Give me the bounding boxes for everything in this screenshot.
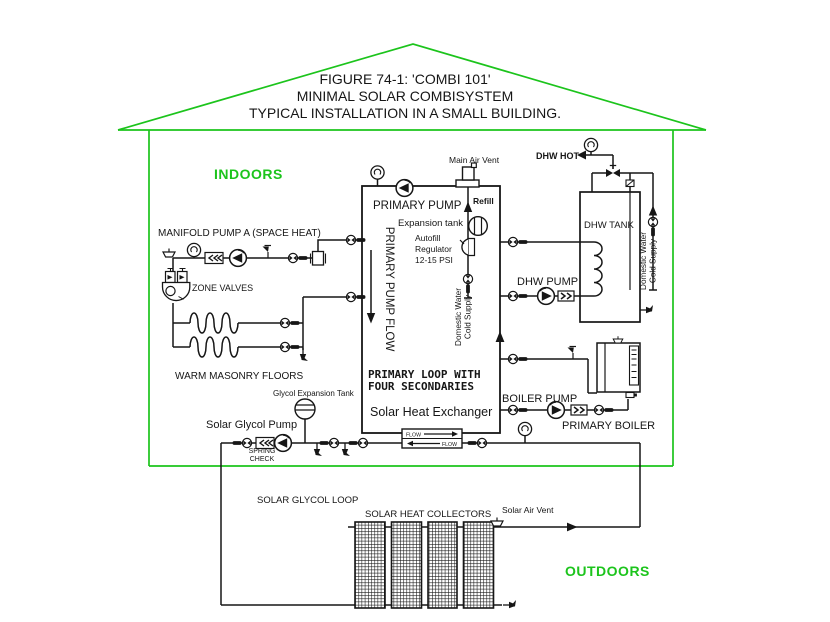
glycol-expansion-tank-label: Glycol Expansion Tank — [273, 389, 355, 398]
glycol-gauge-icon — [517, 421, 533, 437]
main-air-vent-label: Main Air Vent — [449, 155, 500, 165]
solar-glycol-loop-label: SOLAR GLYCOL LOOP — [257, 495, 358, 506]
primary-pump-flow-label: PRIMARY PUMP FLOW — [383, 227, 395, 352]
collector-panel — [390, 521, 423, 609]
primary-loop-label-line2: FOUR SECONDARIES — [368, 380, 474, 393]
house-outline — [117, 43, 707, 467]
dhw-gauge-icon — [583, 137, 599, 153]
manifold-pump-label: MANIFOLD PUMP A (SPACE HEAT) — [158, 228, 321, 239]
solar-heat-exchanger-icon: FLOW FLOW — [401, 428, 463, 449]
warm-masonry-floors-label: WARM MASONRY FLOORS — [175, 371, 303, 382]
floor-coil-1 — [189, 312, 239, 334]
dhw-tank-coil — [593, 241, 603, 297]
dhw-hot-label: DHW HOT — [536, 151, 579, 161]
refill-label: Refill — [473, 196, 494, 206]
autofill-label-line1: Autofill — [415, 233, 441, 243]
refill-cold-supply-label: Cold Supply — [464, 294, 473, 339]
indoors-label: INDOORS — [214, 166, 283, 182]
boiler-check-valve-icon — [570, 404, 588, 416]
figure-title-line1: FIGURE 74-1: 'COMBI 101' — [319, 71, 490, 87]
dhw-cold-supply-label: Cold Supply — [649, 238, 658, 283]
pipe-union-icon — [309, 250, 327, 266]
hx-flow-bottom-label: FLOW — [442, 442, 457, 448]
primary-gauge-icon — [370, 165, 385, 180]
collector-panel — [427, 521, 458, 609]
solar-air-vent-label: Solar Air Vent — [502, 505, 554, 515]
primary-boiler-label: PRIMARY BOILER — [562, 420, 655, 432]
mixing-valve-icon — [606, 164, 620, 177]
dhw-check-valve-icon — [557, 290, 575, 302]
expansion-tank-label: Expansion tank — [398, 218, 463, 229]
dhw-tank-label: DHW TANK — [584, 220, 634, 231]
solar-heat-collectors-label: SOLAR HEAT COLLECTORS — [365, 509, 491, 520]
loop-up-arrow — [495, 331, 505, 342]
labels: FIGURE 74-1: 'COMBI 101' MINIMAL SOLAR C… — [158, 71, 658, 579]
collector-flow-arrow — [567, 522, 578, 532]
autofill-label-line3: 12-15 PSI — [415, 255, 453, 265]
dhw-tank-body — [579, 191, 641, 323]
autofill-label-line2: Regulator — [415, 244, 452, 254]
floor-coil-2 — [189, 336, 239, 358]
figure-title-line3: TYPICAL INSTALLATION IN A SMALL BUILDING… — [249, 105, 561, 121]
refill-domestic-water-label: Domestic Water — [454, 288, 463, 346]
refill-arrow — [463, 201, 473, 212]
primary-boiler-body — [596, 342, 641, 399]
collector-panel — [354, 521, 386, 609]
primary-loop-label-line1: PRIMARY LOOP WITH — [368, 368, 481, 381]
solar-glycol-pump-icon — [273, 433, 293, 453]
figure-title-line2: MINIMAL SOLAR COMBISYSTEM — [297, 88, 514, 104]
glycol-expansion-tank-icon — [294, 398, 316, 420]
dhw-pump-icon — [536, 286, 556, 306]
primary-flow-arrow — [366, 313, 376, 324]
outdoors-label: OUTDOORS — [565, 563, 650, 579]
primary-pump-icon — [395, 178, 414, 198]
dhw-hot-arrow — [577, 150, 586, 160]
spring-check-label-line1: SPRING — [249, 448, 276, 455]
expansion-tank-icon — [468, 215, 489, 236]
dhw-domestic-water-label: Domestic Water — [639, 232, 648, 290]
main-air-vent-icon — [455, 162, 480, 188]
primary-pump-label: PRIMARY PUMP — [373, 200, 462, 212]
zone-valves-label: ZONE VALVES — [192, 283, 253, 293]
hx-flow-top-label: FLOW — [406, 433, 421, 439]
manifold-pump-icon — [228, 248, 248, 268]
cold-supply-arrow — [648, 205, 658, 216]
boiler-pump-label: BOILER PUMP — [502, 393, 577, 405]
solar-collectors — [354, 521, 495, 609]
collector-panel — [462, 521, 495, 609]
autofill-regulator-icon — [459, 237, 476, 257]
solar-heat-exchanger-label: Solar Heat Exchanger — [370, 405, 492, 419]
manifold-check-valve-icon — [204, 251, 224, 265]
spring-check-label-line2: CHECK — [250, 456, 275, 463]
tank-inlet-valve-icon — [625, 179, 635, 188]
spring-check-valve-icon — [255, 436, 275, 450]
roof-lines — [117, 43, 707, 131]
zone-valves-device — [161, 267, 191, 302]
manifold-gauge-icon — [186, 242, 202, 258]
solar-glycol-pump-label: Solar Glycol Pump — [206, 419, 297, 431]
dhw-pump-label: DHW PUMP — [517, 276, 578, 288]
